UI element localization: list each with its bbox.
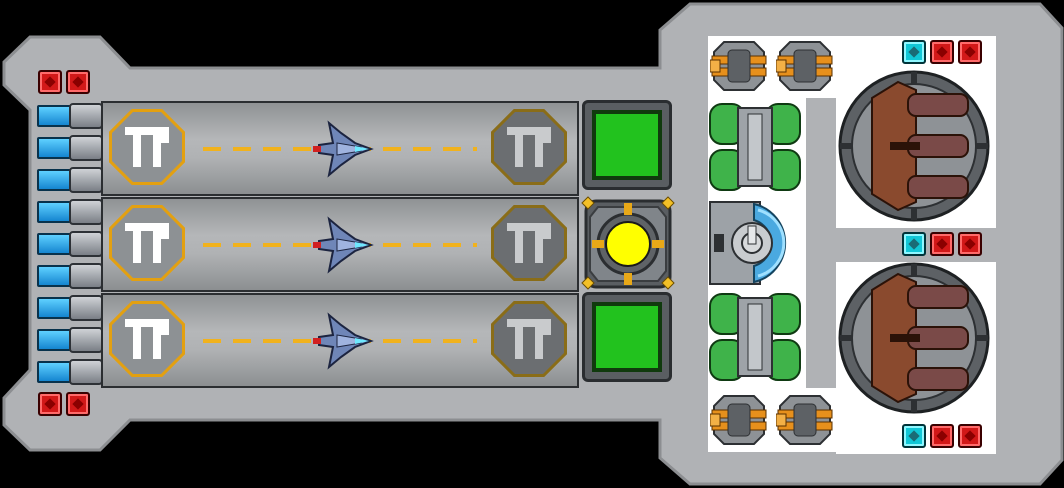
red-node-icon[interactable] [958,232,982,256]
landing-pad-icon[interactable] [491,205,571,285]
red-node-icon[interactable] [930,424,954,448]
cyan-node-icon[interactable] [902,232,926,256]
green-panel-icon[interactable] [582,100,672,190]
hangar-bay [101,101,579,196]
launch-pad-icon[interactable] [109,205,189,285]
launch-pad-icon[interactable] [109,301,189,381]
green-panel-icon[interactable] [582,292,672,382]
cyan-node-icon[interactable] [902,424,926,448]
red-node-pair-top [38,70,90,94]
orange-engine-icon[interactable] [776,38,834,94]
hangar-bay [101,293,579,388]
blue-thruster-icon[interactable] [35,101,103,129]
orange-engine-icon[interactable] [776,392,834,448]
side-thruster-column [35,101,103,389]
green-tank-icon[interactable] [708,290,804,386]
landing-pad-icon[interactable] [491,109,571,189]
red-node-icon[interactable] [958,424,982,448]
blue-thruster-icon[interactable] [35,229,103,257]
triple-cannon-turret-icon[interactable] [836,260,992,416]
landing-pad-icon[interactable] [491,301,571,381]
blue-thruster-icon[interactable] [35,293,103,321]
green-tank-icon[interactable] [708,100,804,196]
red-node-pair-bottom [38,392,90,416]
fighter-ship-icon[interactable] [311,215,375,275]
shield-generator-icon[interactable] [706,198,804,288]
fighter-ship-icon[interactable] [311,311,375,371]
red-node-icon[interactable] [38,70,62,94]
launch-pad-icon[interactable] [109,109,189,189]
blue-thruster-icon[interactable] [35,261,103,289]
red-node-icon[interactable] [958,40,982,64]
red-node-icon[interactable] [38,392,62,416]
orange-engine-icon[interactable] [710,38,768,94]
node-cluster-middle [902,232,982,256]
blue-thruster-icon[interactable] [35,133,103,161]
blue-thruster-icon[interactable] [35,325,103,353]
triple-cannon-turret-icon[interactable] [836,68,992,224]
blue-thruster-icon[interactable] [35,357,103,385]
red-node-icon[interactable] [66,70,90,94]
red-node-icon[interactable] [930,40,954,64]
hangar-bay [101,197,579,292]
red-node-icon[interactable] [930,232,954,256]
blue-thruster-icon[interactable] [35,165,103,193]
fighter-ship-icon[interactable] [311,119,375,179]
reactor-core-icon[interactable] [578,195,678,293]
cyan-node-icon[interactable] [902,40,926,64]
red-node-icon[interactable] [66,392,90,416]
node-cluster-top [902,40,982,64]
orange-engine-icon[interactable] [710,392,768,448]
blue-thruster-icon[interactable] [35,197,103,225]
node-cluster-bottom [902,424,982,448]
